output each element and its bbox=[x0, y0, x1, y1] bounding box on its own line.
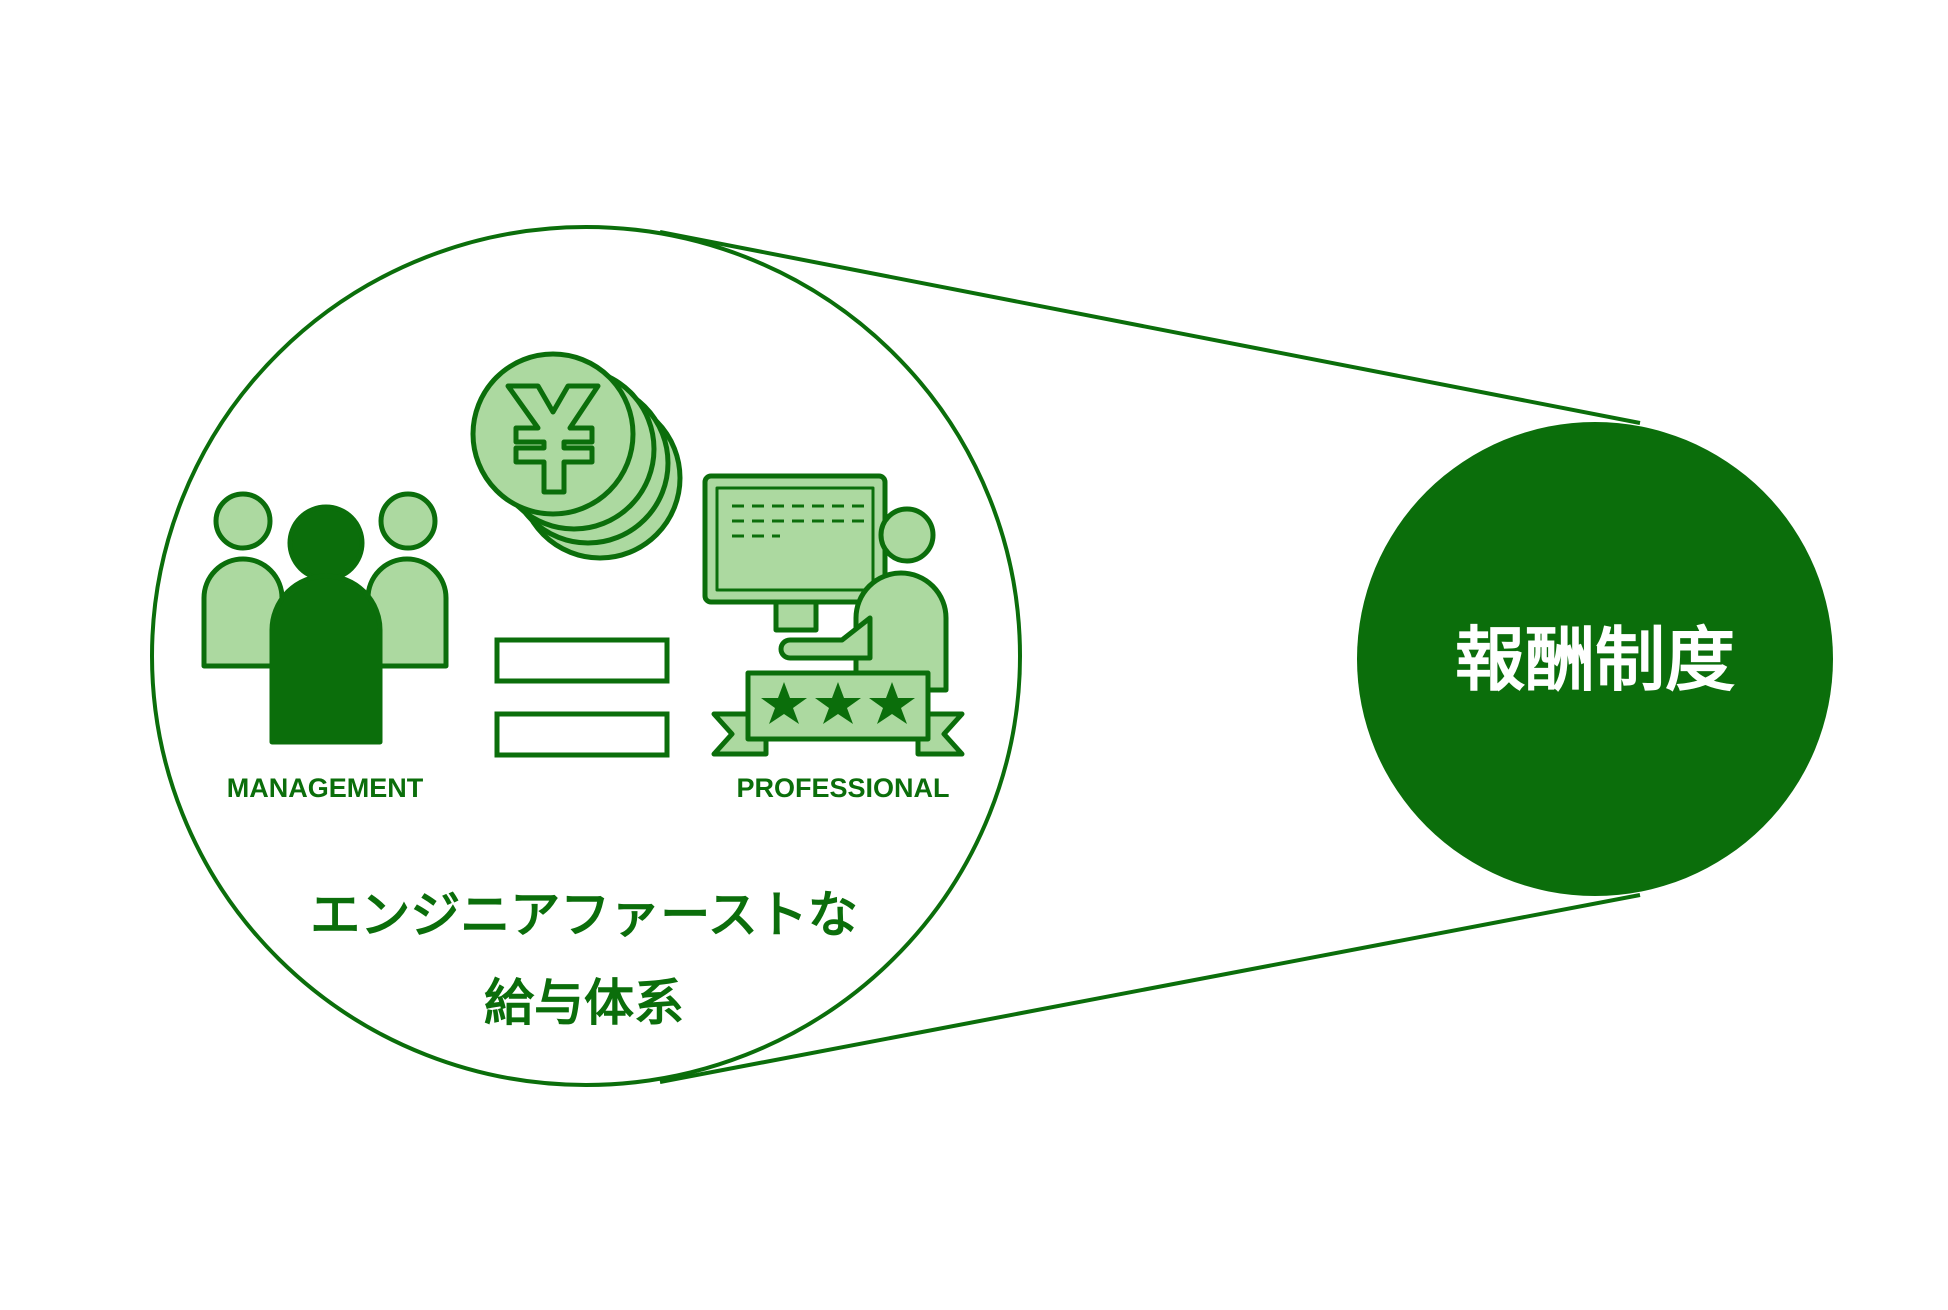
equals-bar-bottom bbox=[494, 711, 670, 758]
person-right-head bbox=[378, 491, 438, 551]
monitor-code-lines bbox=[732, 504, 864, 538]
person-left-body bbox=[201, 556, 285, 669]
engineer-arm bbox=[778, 615, 873, 661]
engineer-body bbox=[853, 570, 949, 693]
yen-symbol bbox=[505, 383, 601, 495]
monitor-stand bbox=[773, 599, 819, 633]
rating-stars bbox=[761, 682, 915, 724]
caption-line-1: エンジニアファーストな bbox=[310, 886, 858, 944]
yen-coins-icon bbox=[470, 351, 683, 561]
connector-bottom-line bbox=[659, 893, 1641, 1084]
caption-line-2: 給与体系 bbox=[484, 974, 684, 1032]
connector-lines bbox=[659, 230, 1641, 1084]
target-circle bbox=[1357, 422, 1833, 896]
professional-label: PROFESSIONAL bbox=[736, 773, 949, 803]
target-label: 報酬制度 bbox=[1455, 619, 1735, 701]
person-center-body bbox=[269, 573, 383, 745]
people-group-icon bbox=[201, 491, 449, 745]
equals-sign-icon bbox=[494, 637, 670, 758]
engineer-at-computer-with-rating-icon bbox=[702, 473, 965, 757]
management-label: MANAGEMENT bbox=[227, 773, 424, 803]
person-left-head bbox=[213, 491, 273, 551]
star-icon bbox=[869, 682, 915, 724]
monitor-screen bbox=[715, 486, 875, 592]
equals-bar-top bbox=[494, 637, 670, 684]
person-right-body bbox=[365, 556, 449, 669]
star-icon bbox=[815, 682, 861, 724]
connector-top-line bbox=[659, 230, 1641, 425]
star-icon bbox=[761, 682, 807, 724]
person-center-head bbox=[287, 504, 365, 582]
engineer-head bbox=[878, 506, 936, 564]
